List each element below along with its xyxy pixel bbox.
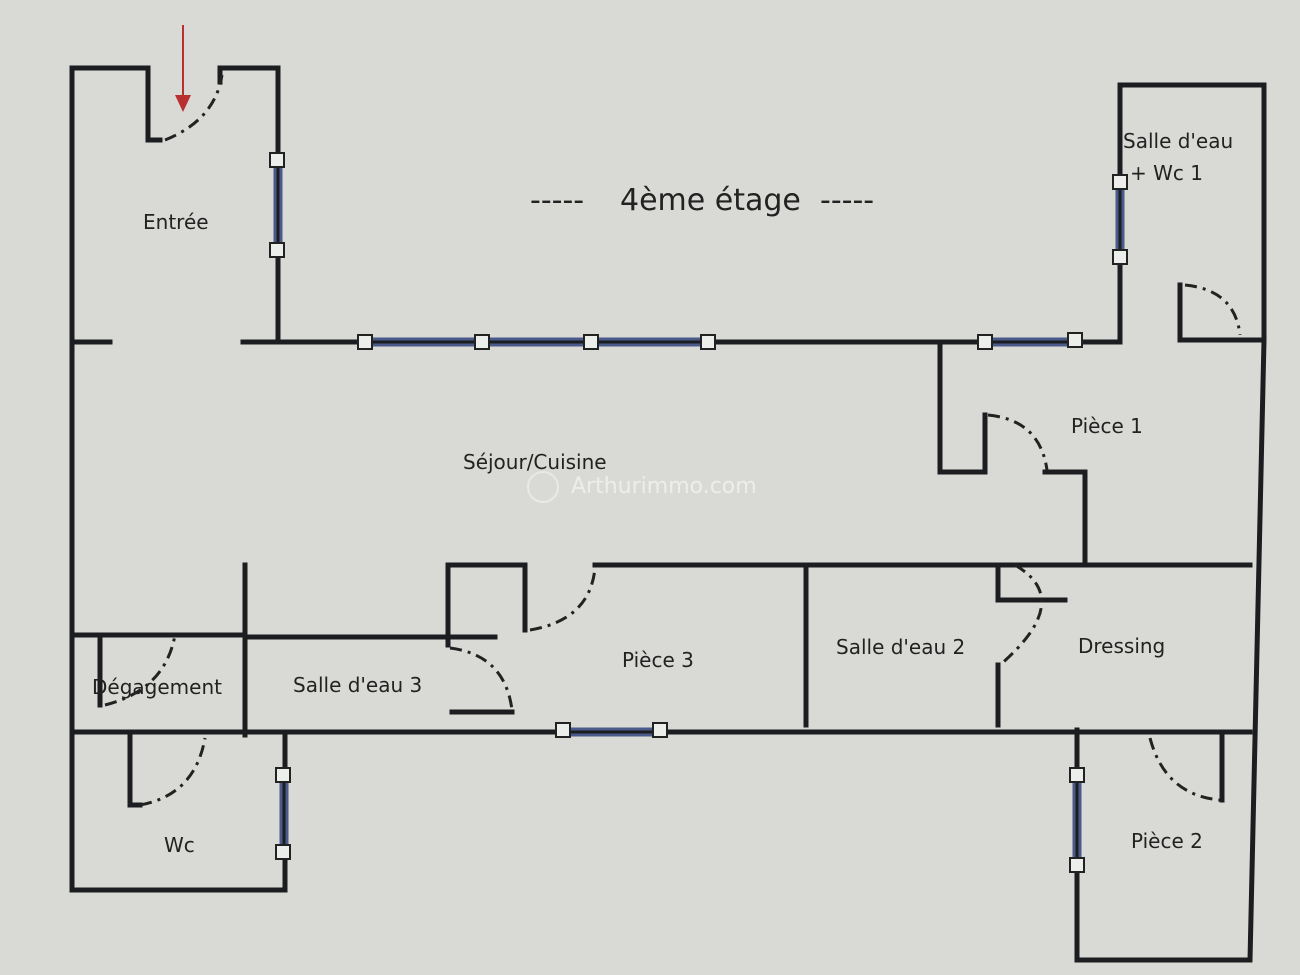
watermark-logo-icon bbox=[527, 471, 559, 503]
room-label-salle-eau-wc1-line2: + Wc 1 bbox=[1130, 161, 1203, 185]
floor-title-dashes-right: ----- bbox=[820, 183, 874, 218]
room-label-wc: Wc bbox=[164, 833, 195, 857]
room-label-piece1: Pièce 1 bbox=[1071, 414, 1143, 438]
windows bbox=[269, 152, 1128, 873]
room-label-degagement: Dégagement bbox=[92, 675, 222, 699]
room-label-dressing: Dressing bbox=[1078, 634, 1165, 658]
door-swings bbox=[104, 74, 1242, 807]
room-label-piece2: Pièce 2 bbox=[1131, 829, 1203, 853]
entry-arrow-icon bbox=[175, 25, 191, 112]
room-label-sejour: Séjour/Cuisine bbox=[463, 450, 607, 474]
room-label-salle-eau2: Salle d'eau 2 bbox=[836, 635, 965, 659]
room-label-piece3: Pièce 3 bbox=[622, 648, 694, 672]
room-label-salle-eau3: Salle d'eau 3 bbox=[293, 673, 422, 697]
room-label-entree: Entrée bbox=[143, 210, 209, 234]
floor-title: 4ème étage bbox=[620, 183, 801, 218]
room-label-salle-eau-wc1: Salle d'eau bbox=[1123, 129, 1233, 153]
watermark: Arthurimmo.com bbox=[571, 474, 757, 499]
floor-title-dashes-left: ----- bbox=[530, 183, 584, 218]
